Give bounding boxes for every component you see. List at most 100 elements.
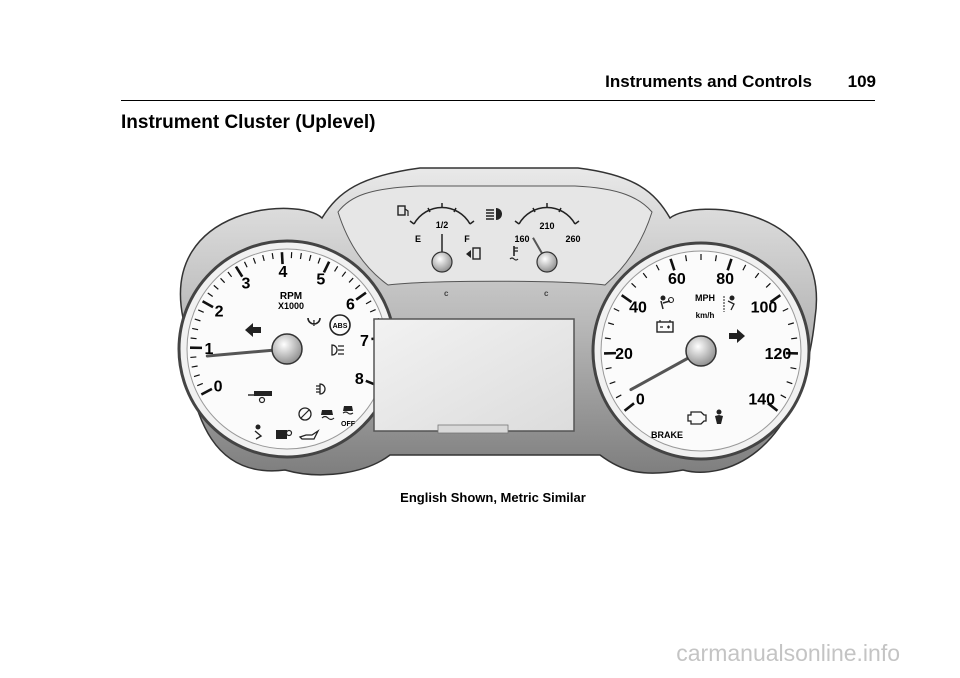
- gauge-tick: [190, 337, 197, 340]
- gauge-tick: [201, 300, 214, 309]
- tachometer-label: 5: [316, 272, 325, 289]
- stabilitrak-icon: [298, 407, 312, 421]
- gauge-tick: [669, 258, 676, 271]
- gauge-tick: [780, 394, 787, 399]
- oil-pressure-icon: [298, 429, 320, 440]
- gauge-tick: [197, 309, 204, 313]
- fuel-pump-icon: [397, 205, 409, 216]
- gauge-tick: [280, 252, 284, 265]
- gauge-tick: [604, 337, 611, 340]
- tachometer-label: 4: [278, 264, 287, 281]
- gauge-tick: [609, 381, 616, 385]
- gauge-tick: [348, 277, 354, 283]
- speedometer-label: 0: [636, 391, 645, 408]
- gauge-tick: [213, 284, 219, 290]
- gauge-tick: [200, 387, 213, 396]
- svg-text:c: c: [444, 289, 449, 298]
- seatbelt-passenger-icon: [254, 424, 263, 440]
- gauge-tick: [726, 258, 733, 271]
- gauge-tick: [631, 282, 637, 288]
- gauge-tick: [227, 271, 233, 278]
- gauge-tick: [322, 261, 331, 274]
- gauge-tick: [355, 291, 367, 301]
- gauge-tick: [754, 272, 760, 279]
- gauge-tick: [615, 394, 622, 399]
- speedometer-label: 20: [615, 346, 633, 363]
- gauge-tick: [769, 294, 782, 304]
- abs-warning-icon: ABS: [329, 314, 351, 336]
- header-section-title: Instruments and Controls: [605, 72, 812, 91]
- cruise-control-icon: [248, 391, 272, 404]
- lamp-on-icon: [331, 344, 344, 356]
- gauge-tick: [252, 257, 257, 264]
- gauge-tick: [365, 300, 372, 305]
- gauge-tick: [308, 254, 312, 261]
- speedometer-label: 120: [765, 346, 792, 363]
- gauge-tick: [623, 402, 635, 412]
- tachometer-label: 2: [215, 304, 224, 321]
- watermark: carmanualsonline.info: [676, 640, 900, 666]
- gauge-tick: [262, 254, 265, 262]
- fuel-full-label: F: [464, 234, 470, 244]
- gauge-tick: [607, 322, 615, 326]
- tachometer-label: 1: [205, 341, 214, 358]
- tachometer-hub: [271, 333, 303, 365]
- tachometer-label: 3: [242, 276, 251, 293]
- svg-text:!: !: [313, 319, 316, 328]
- gauge-tick: [642, 272, 648, 279]
- check-engine-icon: [687, 411, 707, 425]
- svg-text:c: c: [544, 289, 549, 298]
- right-turn-signal-icon: [729, 329, 745, 343]
- fog-lamp-icon: [316, 383, 326, 395]
- speedometer-label: 100: [751, 300, 778, 317]
- speedometer-label: 140: [748, 391, 775, 408]
- gauge-tick: [194, 318, 201, 322]
- gauge-tick: [369, 308, 376, 313]
- tachometer-label: 8: [355, 371, 364, 388]
- tachometer-label: 6: [346, 297, 355, 314]
- gauge-tick: [620, 294, 633, 304]
- abs-label: ABS: [333, 323, 348, 330]
- gauge-tick: [299, 252, 302, 260]
- gauge-tick: [220, 277, 226, 284]
- temperature-gauge: 160 210 260: [514, 203, 581, 273]
- gauge-tick: [742, 264, 747, 271]
- gauge-tick: [767, 402, 779, 412]
- traction-control-icon: [321, 410, 335, 421]
- gauge-tick: [193, 374, 200, 378]
- rpm-multiplier-label: X1000: [278, 301, 304, 311]
- fuel-door-side-icon: [466, 247, 481, 260]
- gauge-tick: [714, 255, 718, 262]
- gauge-tick: [271, 253, 274, 260]
- speedometer-scale: [603, 254, 799, 412]
- gauge-tick: [786, 381, 793, 385]
- figure-caption: English Shown, Metric Similar: [400, 490, 586, 505]
- battery-icon: [656, 320, 674, 333]
- gauge-tick: [341, 271, 347, 277]
- gauge-tick: [791, 337, 798, 340]
- speedometer-label: 40: [629, 300, 647, 317]
- off-label: OFF: [341, 421, 356, 428]
- gauge-tick: [192, 327, 199, 331]
- gauge-tick: [191, 365, 198, 368]
- fuel-gauge: E 1/2 F: [409, 203, 475, 273]
- gauge-tick: [190, 356, 197, 359]
- security-icon: [276, 429, 293, 439]
- gauge-tick: [243, 261, 248, 268]
- gauge-tick: [787, 322, 795, 326]
- coolant-temp-icon: [509, 246, 519, 261]
- tachometer-label: 0: [214, 379, 223, 396]
- temp-mid-label: 210: [539, 221, 554, 231]
- airbag-icon: [660, 295, 675, 310]
- center-pod: [337, 185, 653, 286]
- mph-unit-label: MPH: [695, 293, 715, 303]
- temp-high-label: 260: [565, 234, 580, 244]
- brake-warning-label: BRAKE: [651, 430, 683, 440]
- gauge-tick: [782, 307, 789, 312]
- gauge-tick: [317, 257, 321, 264]
- gauge-tick: [234, 265, 244, 278]
- seatbelt-reminder-icon: [715, 409, 723, 424]
- fuel-empty-label: E: [415, 234, 421, 244]
- seatbelt-icon: [723, 295, 735, 312]
